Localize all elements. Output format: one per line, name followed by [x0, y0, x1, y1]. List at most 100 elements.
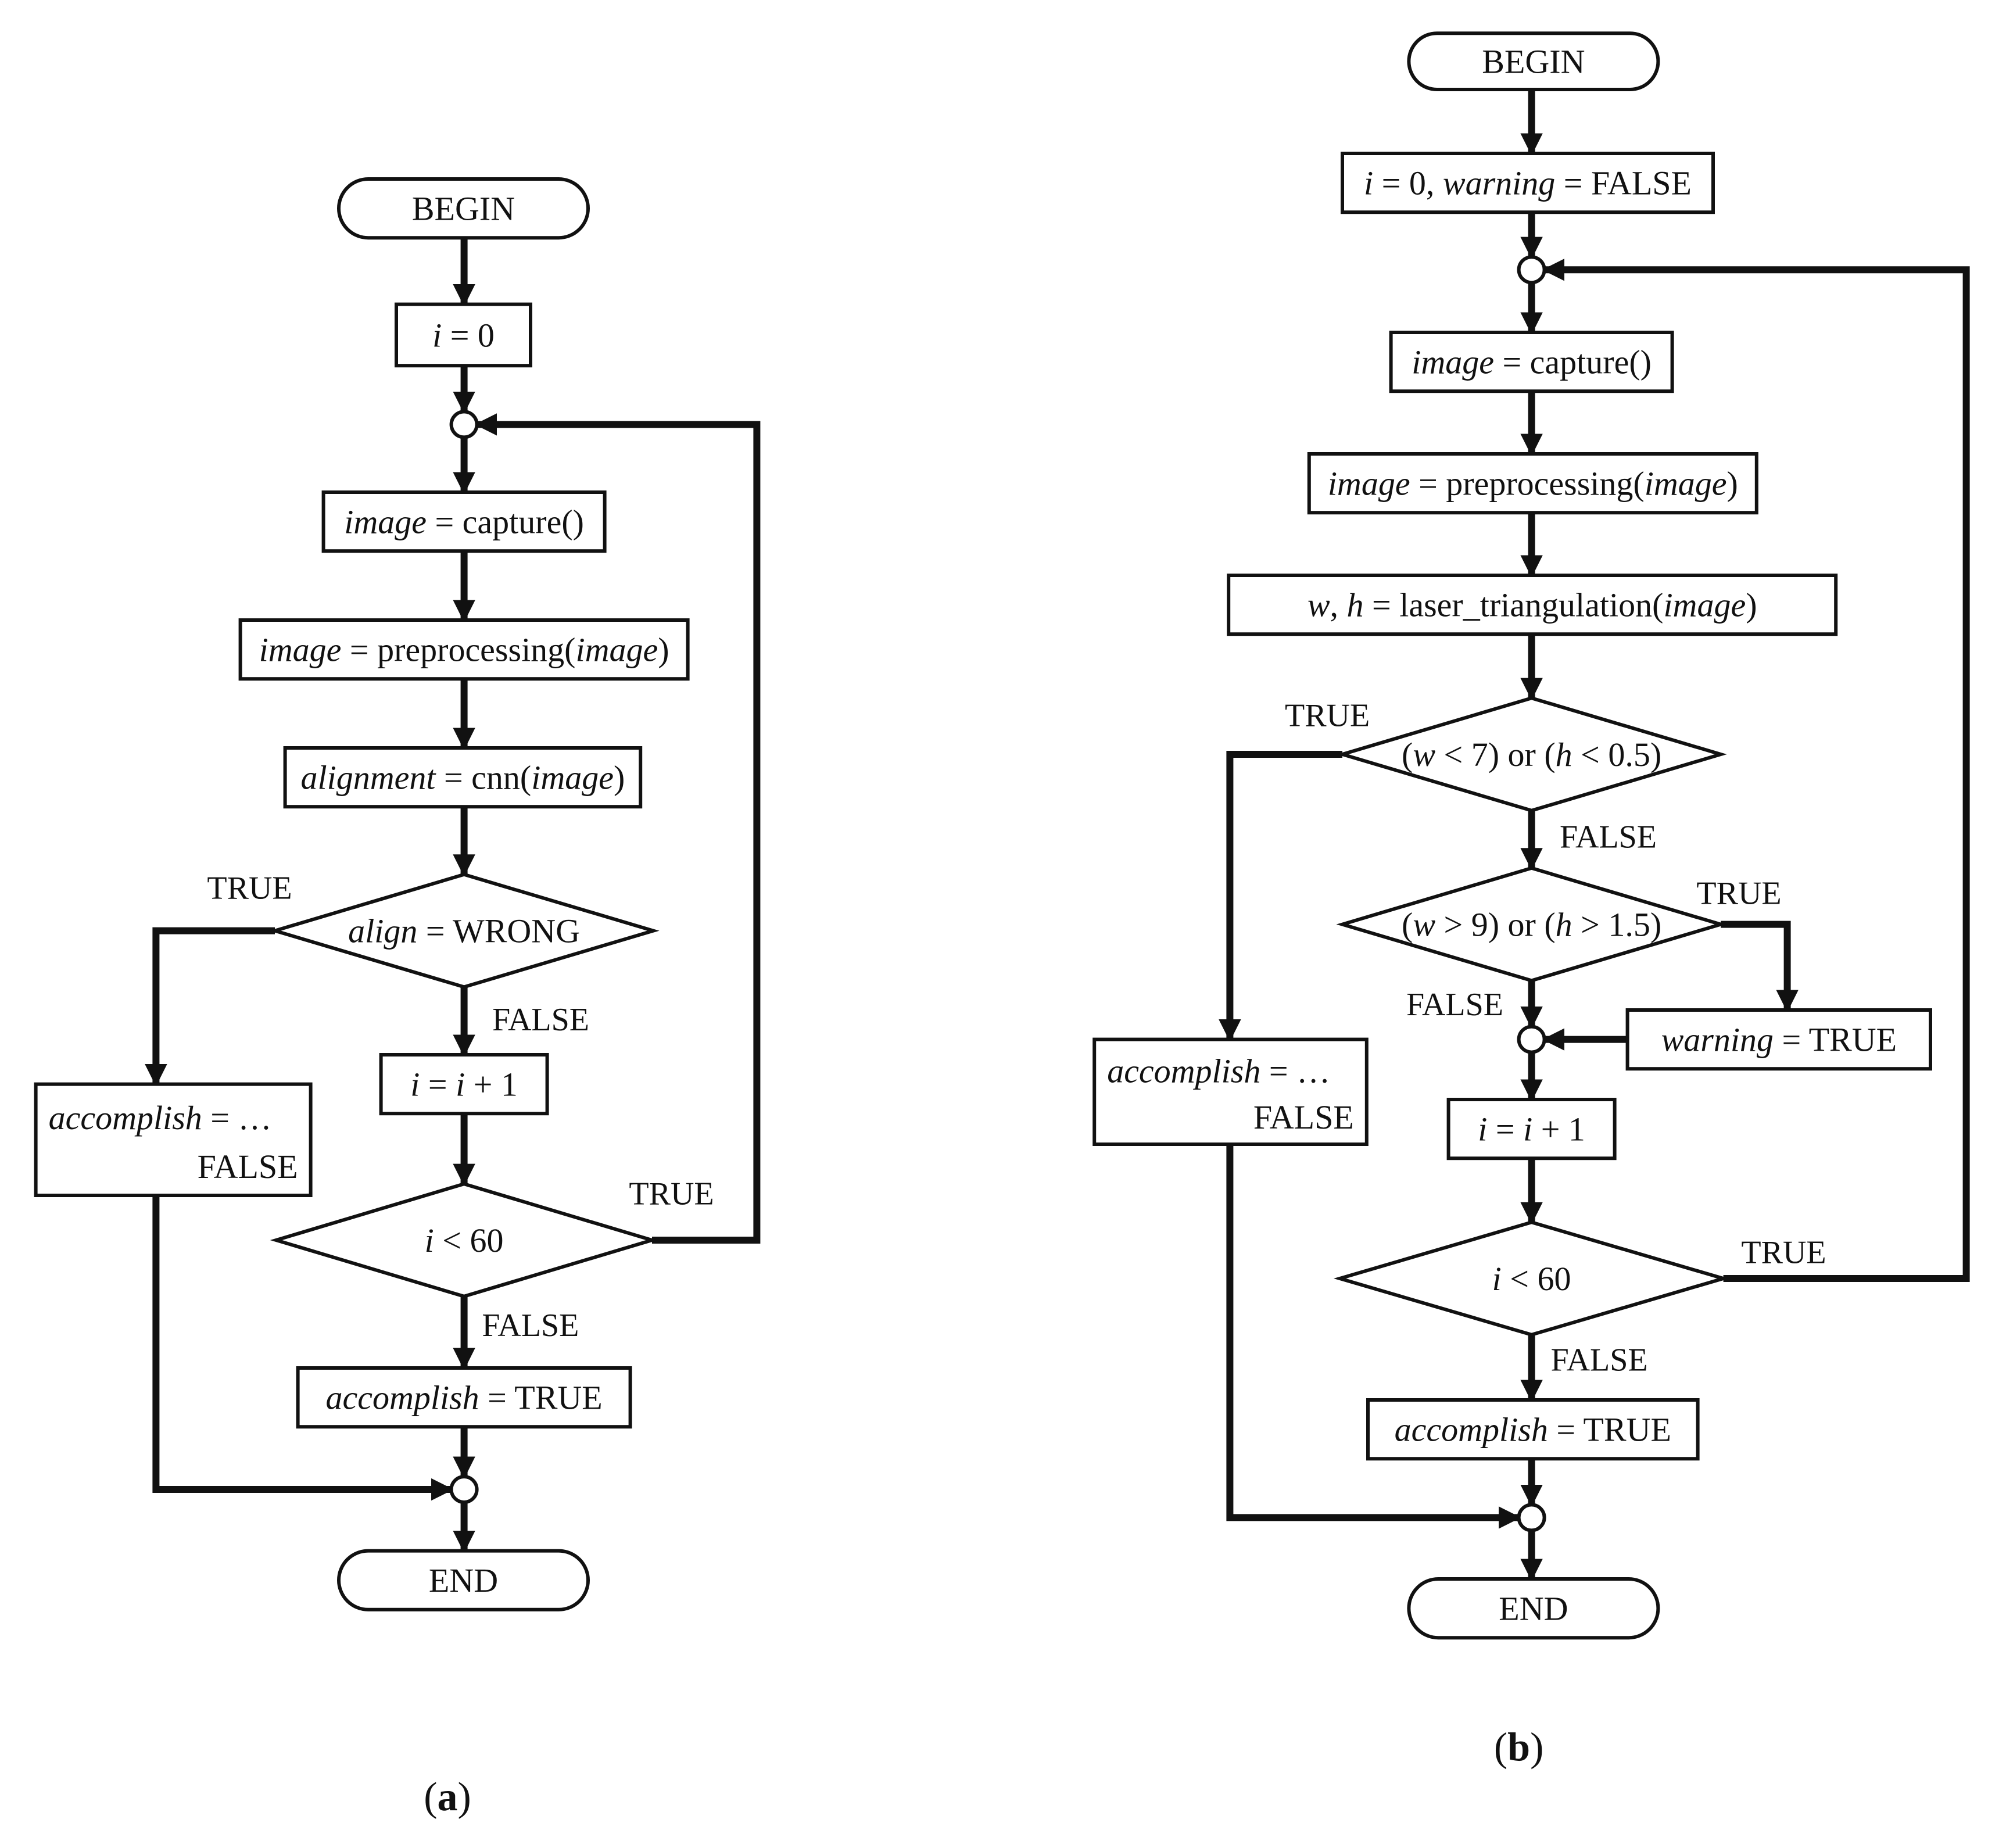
node-text-run: h: [1556, 905, 1572, 943]
node-label-line-2: FALSE: [198, 1148, 298, 1186]
node-text-run: > 9) or (: [1435, 905, 1556, 943]
edge-b-declow-fail: [1219, 751, 1342, 1042]
node-text-run: w: [1413, 905, 1435, 943]
caption-a: (a): [424, 1775, 471, 1820]
branch-label-b-lbl-true-i: TRUE: [1741, 1235, 1826, 1271]
caption-paren-close: ): [458, 1775, 471, 1820]
node-text-run: = cnn(: [435, 758, 531, 796]
node-text-run: FALSE: [1253, 1098, 1354, 1136]
process-box: [1625, 1008, 1933, 1071]
node-text-run: =: [1487, 1110, 1523, 1148]
junction-circle: [1517, 255, 1546, 285]
process-box: [1227, 574, 1838, 636]
edge-b-fail-j3: [1226, 1144, 1521, 1529]
junction-circle: [449, 410, 479, 439]
terminal-shape: [1407, 1577, 1660, 1640]
junction-circle: [1517, 1503, 1546, 1532]
decision-a-dec-i: [270, 1182, 658, 1298]
node-label: i < 60: [1492, 1260, 1571, 1298]
node-text-run: = preprocessing(: [1410, 464, 1645, 502]
node-label: image = capture(): [344, 503, 584, 540]
decision-diamond: [1336, 696, 1727, 812]
node-text-run: = …: [202, 1099, 272, 1137]
terminal-a-end: [337, 1549, 590, 1611]
process-box: [321, 490, 607, 553]
node-text-run: image: [344, 503, 427, 540]
process-box: [1341, 152, 1715, 214]
node-text-run: + 1: [1532, 1110, 1585, 1148]
node-text-run: = 0: [442, 316, 495, 354]
node-text-run: warning: [1661, 1020, 1774, 1058]
process-box: [283, 746, 643, 809]
node-text-run: image: [531, 758, 614, 796]
node-text-run: w: [1413, 736, 1435, 773]
decision-diamond: [1336, 866, 1727, 983]
process-box: [34, 1082, 313, 1197]
node-label: END: [1499, 1589, 1568, 1627]
terminal-b-end: [1407, 1577, 1660, 1640]
process-b-capture: [1389, 331, 1674, 393]
node-text-run: = FALSE: [1555, 164, 1692, 202]
terminal-shape: [337, 1549, 590, 1611]
node-label: i = 0: [432, 316, 495, 354]
node-text-run: ): [614, 758, 625, 796]
node-text-run: = TRUE: [479, 1378, 603, 1416]
node-label: image = preprocessing(image): [1328, 464, 1738, 502]
terminal-shape: [1407, 31, 1660, 92]
branch-label-b-lbl-false-i: FALSE: [1551, 1342, 1648, 1378]
process-b-laser: [1227, 574, 1838, 636]
node-text-run: h: [1347, 586, 1364, 624]
node-text-run: END: [429, 1562, 498, 1599]
caption-letter: b: [1507, 1725, 1530, 1770]
node-text-run: (: [1402, 736, 1413, 773]
node-text-run: =: [420, 1065, 456, 1103]
process-box: [1366, 1398, 1700, 1461]
process-box: [379, 1053, 549, 1116]
node-text-run: w: [1308, 586, 1330, 624]
junction-a-j2: [449, 1475, 479, 1504]
process-a-init: [395, 302, 532, 368]
process-b-inc: [1446, 1098, 1617, 1161]
node-text-run: = TRUE: [1548, 1410, 1671, 1448]
node-text-run: = TRUE: [1774, 1020, 1897, 1058]
decision-b-dec-i: [1333, 1220, 1730, 1337]
node-text-run: image: [1645, 464, 1727, 502]
terminal-a-begin: [337, 177, 590, 240]
node-text-run: i: [1478, 1110, 1487, 1148]
node-text-run: END: [1499, 1589, 1568, 1627]
junction-b-j1: [1517, 255, 1546, 285]
node-label: i = 0, warning = FALSE: [1364, 164, 1692, 202]
node-text-run: warning: [1443, 164, 1555, 202]
caption-b: (b): [1494, 1725, 1544, 1770]
caption-letter: a: [438, 1775, 458, 1820]
branch-label-a-lbl-false-align: FALSE: [492, 1002, 589, 1038]
node-label: image = preprocessing(image): [259, 631, 669, 668]
node-label: accomplish = TRUE: [325, 1378, 602, 1416]
decision-b-dec-low: [1336, 696, 1727, 812]
node-text-run: FALSE: [198, 1148, 298, 1186]
node-label: (w > 9) or (h > 1.5): [1402, 905, 1661, 943]
process-b-fail: [1092, 1037, 1369, 1146]
process-a-cnn: [283, 746, 643, 809]
node-text-run: i: [432, 316, 442, 354]
node-text-run: + 1: [465, 1065, 518, 1103]
node-text-run: = 0,: [1373, 164, 1443, 202]
branch-label-b-lbl-false-low: FALSE: [1560, 819, 1657, 855]
node-label: accomplish = TRUE: [1395, 1410, 1671, 1448]
node-label: i = i + 1: [410, 1065, 518, 1103]
branch-label-a-lbl-true-align: TRUE: [207, 871, 292, 907]
node-text-run: = laser_triangulation(: [1364, 586, 1664, 624]
node-text-run: > 1.5): [1572, 905, 1662, 943]
node-text-run: i: [410, 1065, 420, 1103]
process-box: [1307, 452, 1758, 515]
node-text-run: = capture(): [1494, 343, 1652, 381]
node-text-run: accomplish: [49, 1099, 202, 1137]
node-text-run: accomplish: [325, 1378, 479, 1416]
branch-label-b-lbl-false-high: FALSE: [1406, 987, 1503, 1023]
node-label: i = i + 1: [1478, 1110, 1585, 1148]
process-box: [238, 618, 690, 681]
node-text-run: < 60: [1502, 1260, 1571, 1298]
node-label-line-1: accomplish = …: [1107, 1052, 1330, 1090]
decision-diamond: [1333, 1220, 1730, 1337]
